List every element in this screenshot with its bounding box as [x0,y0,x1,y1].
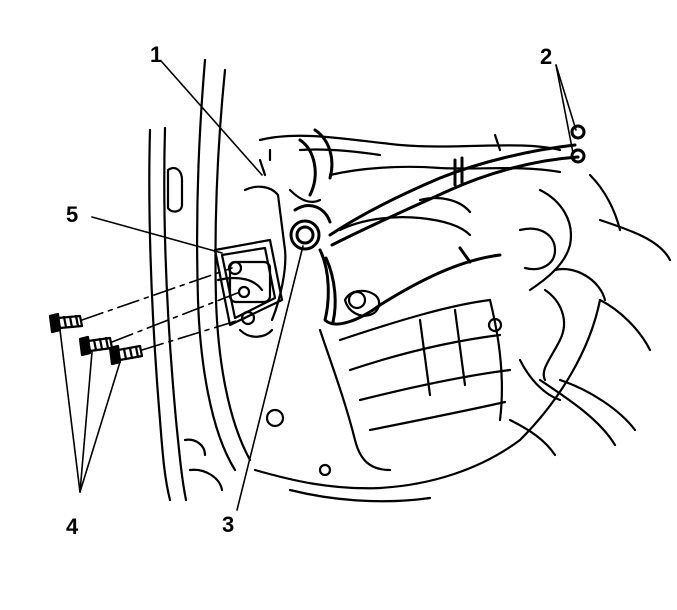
leader-line-1 [161,61,263,176]
leader-line-3 [236,245,304,511]
screw-top [48,312,84,334]
callout-4: 4 [66,514,79,539]
latch-cables [318,124,586,326]
callout-2: 2 [540,44,552,69]
callout-1: 1 [150,42,162,67]
leader-lines [59,61,577,511]
leader-line-4c [79,361,121,493]
screw-centerlines [81,267,247,351]
latch-connector [289,128,334,251]
callout-3: 3 [222,512,234,537]
leader-line-2b [555,64,574,154]
leader-line-4a [59,329,81,493]
leader-line-4b [79,351,93,493]
door-frame-pillar [148,58,252,502]
leader-line-5 [91,216,223,254]
leader-line-2a [555,64,577,131]
callout-5: 5 [66,202,78,227]
callout-labels: 1 2 3 4 5 [66,42,552,539]
screw-bottom [108,344,144,366]
screw-middle [78,335,114,357]
latch-screws [48,267,247,366]
right-door-structure [493,133,672,457]
